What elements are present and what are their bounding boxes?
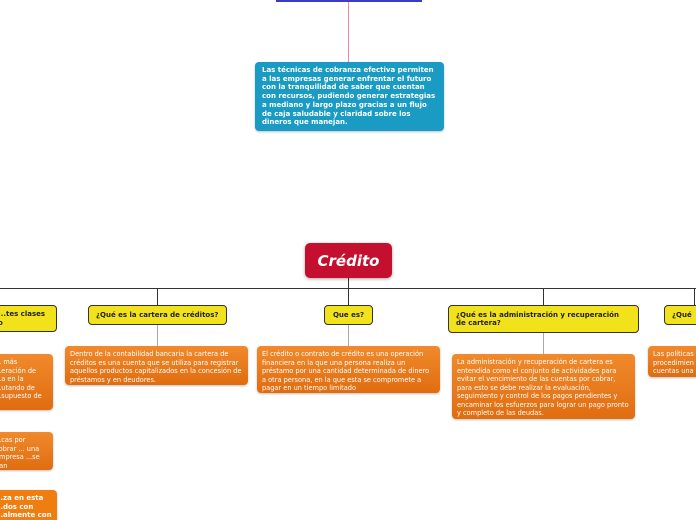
connector-top [348,2,349,62]
branch-node-4[interactable]: ¿Qué [664,305,696,325]
left-fragment-1[interactable]: ...cas por cobrar ... una empresa ...se … [0,432,53,470]
connector-branch-1 [157,288,158,305]
branch-title-4: ¿Qué [672,310,692,319]
left-fragment-text-1: ...cas por cobrar ... una empresa ...se … [0,436,40,470]
left-fragment-0[interactable]: ... más ...eración de ...a en la ...utan… [0,354,53,410]
central-node[interactable]: Crédito [305,243,392,278]
branch-title-0: ...tes clases o [0,310,46,327]
connector-desc-1 [157,325,158,346]
connector-desc-2 [348,325,349,346]
branch-node-2[interactable]: Que es? [324,305,373,325]
connector-branch-2 [348,288,349,305]
connector-branch-3 [543,288,544,305]
branch-node-0[interactable]: ...tes clases o [0,305,57,332]
top-note-text: Las técnicas de cobranza efectiva permit… [262,66,436,127]
left-fragment-text-0: ... más ...eración de ...a en la ...utan… [0,358,42,400]
branch-node-1[interactable]: ¿Qué es la cartera de créditos? [88,305,227,325]
left-fragment-2[interactable]: ...za en esta ...dos con ...almente con [0,490,57,520]
branch-title-3: ¿Qué es la administración y recuperación… [456,310,619,328]
branch-desc-1[interactable]: Dentro de la contabilidad bancaria la ca… [65,346,248,385]
top-note-node[interactable]: Las técnicas de cobranza efectiva permit… [255,62,444,131]
branch-node-3[interactable]: ¿Qué es la administración y recuperación… [448,305,639,333]
branch-desc-text-3: La administración y recuperación de cart… [457,358,629,417]
branch-desc-text-1: Dentro de la contabilidad bancaria la ca… [70,350,242,384]
connector-central-down [348,278,349,288]
connector-branch-4 [694,288,695,305]
branch-desc-4[interactable]: Las políticas procedimien cuentas una [648,346,696,377]
branch-desc-3[interactable]: La administración y recuperación de cart… [452,354,635,419]
branch-title-2: Que es? [332,310,365,319]
branch-desc-2[interactable]: El crédito o contrato de crédito es una … [257,346,440,393]
branch-desc-text-4: Las políticas procedimien cuentas una [653,350,694,375]
branch-desc-text-2: El crédito o contrato de crédito es una … [262,350,430,392]
top-node-edge [276,0,422,2]
left-fragment-text-2: ...za en esta ...dos con ...almente con [0,494,52,519]
branch-title-1: ¿Qué es la cartera de créditos? [96,310,219,319]
central-label: Crédito [317,251,380,270]
connector-desc-3 [543,333,544,354]
